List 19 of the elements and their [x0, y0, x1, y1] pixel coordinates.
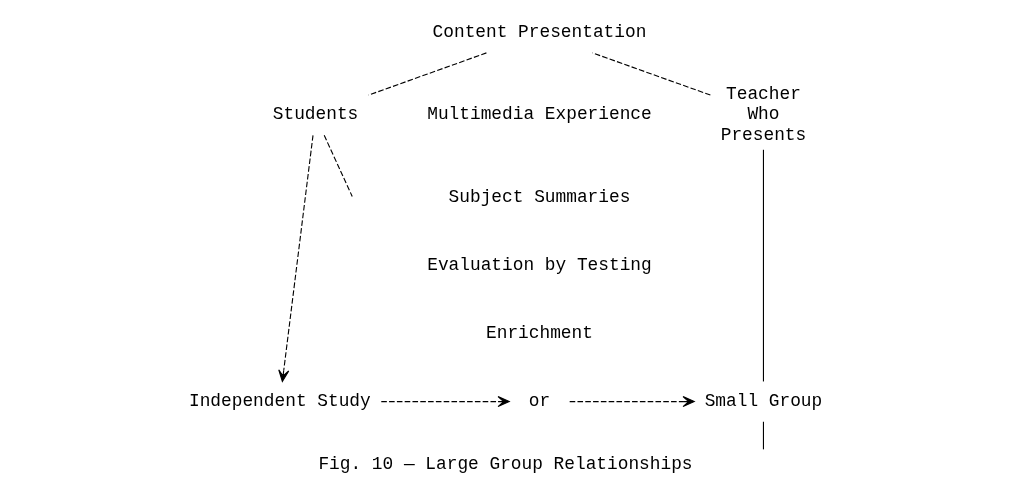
node-text: or — [528, 390, 550, 411]
node-text: Small Group — [704, 390, 822, 411]
label: Evaluation by Testing — [426, 254, 652, 275]
connector — [762, 149, 764, 382]
node-text: Students — [272, 104, 358, 125]
arrow — [277, 134, 314, 383]
arrow — [380, 396, 510, 408]
node-text: Independent Study — [188, 390, 371, 411]
node-text: Teacher Who Presents — [720, 84, 806, 145]
node-text: Content Presentation — [432, 22, 646, 42]
connector — [762, 421, 764, 450]
label: Multimedia Experience — [426, 104, 652, 125]
arrow — [568, 396, 695, 408]
caption: Fig. 10 — Large Group Relationships — [317, 454, 693, 475]
label: Enrichment — [485, 322, 593, 343]
connector — [323, 134, 353, 197]
label: Subject Summaries — [448, 186, 630, 207]
connector — [367, 52, 487, 96]
connector — [591, 52, 711, 96]
